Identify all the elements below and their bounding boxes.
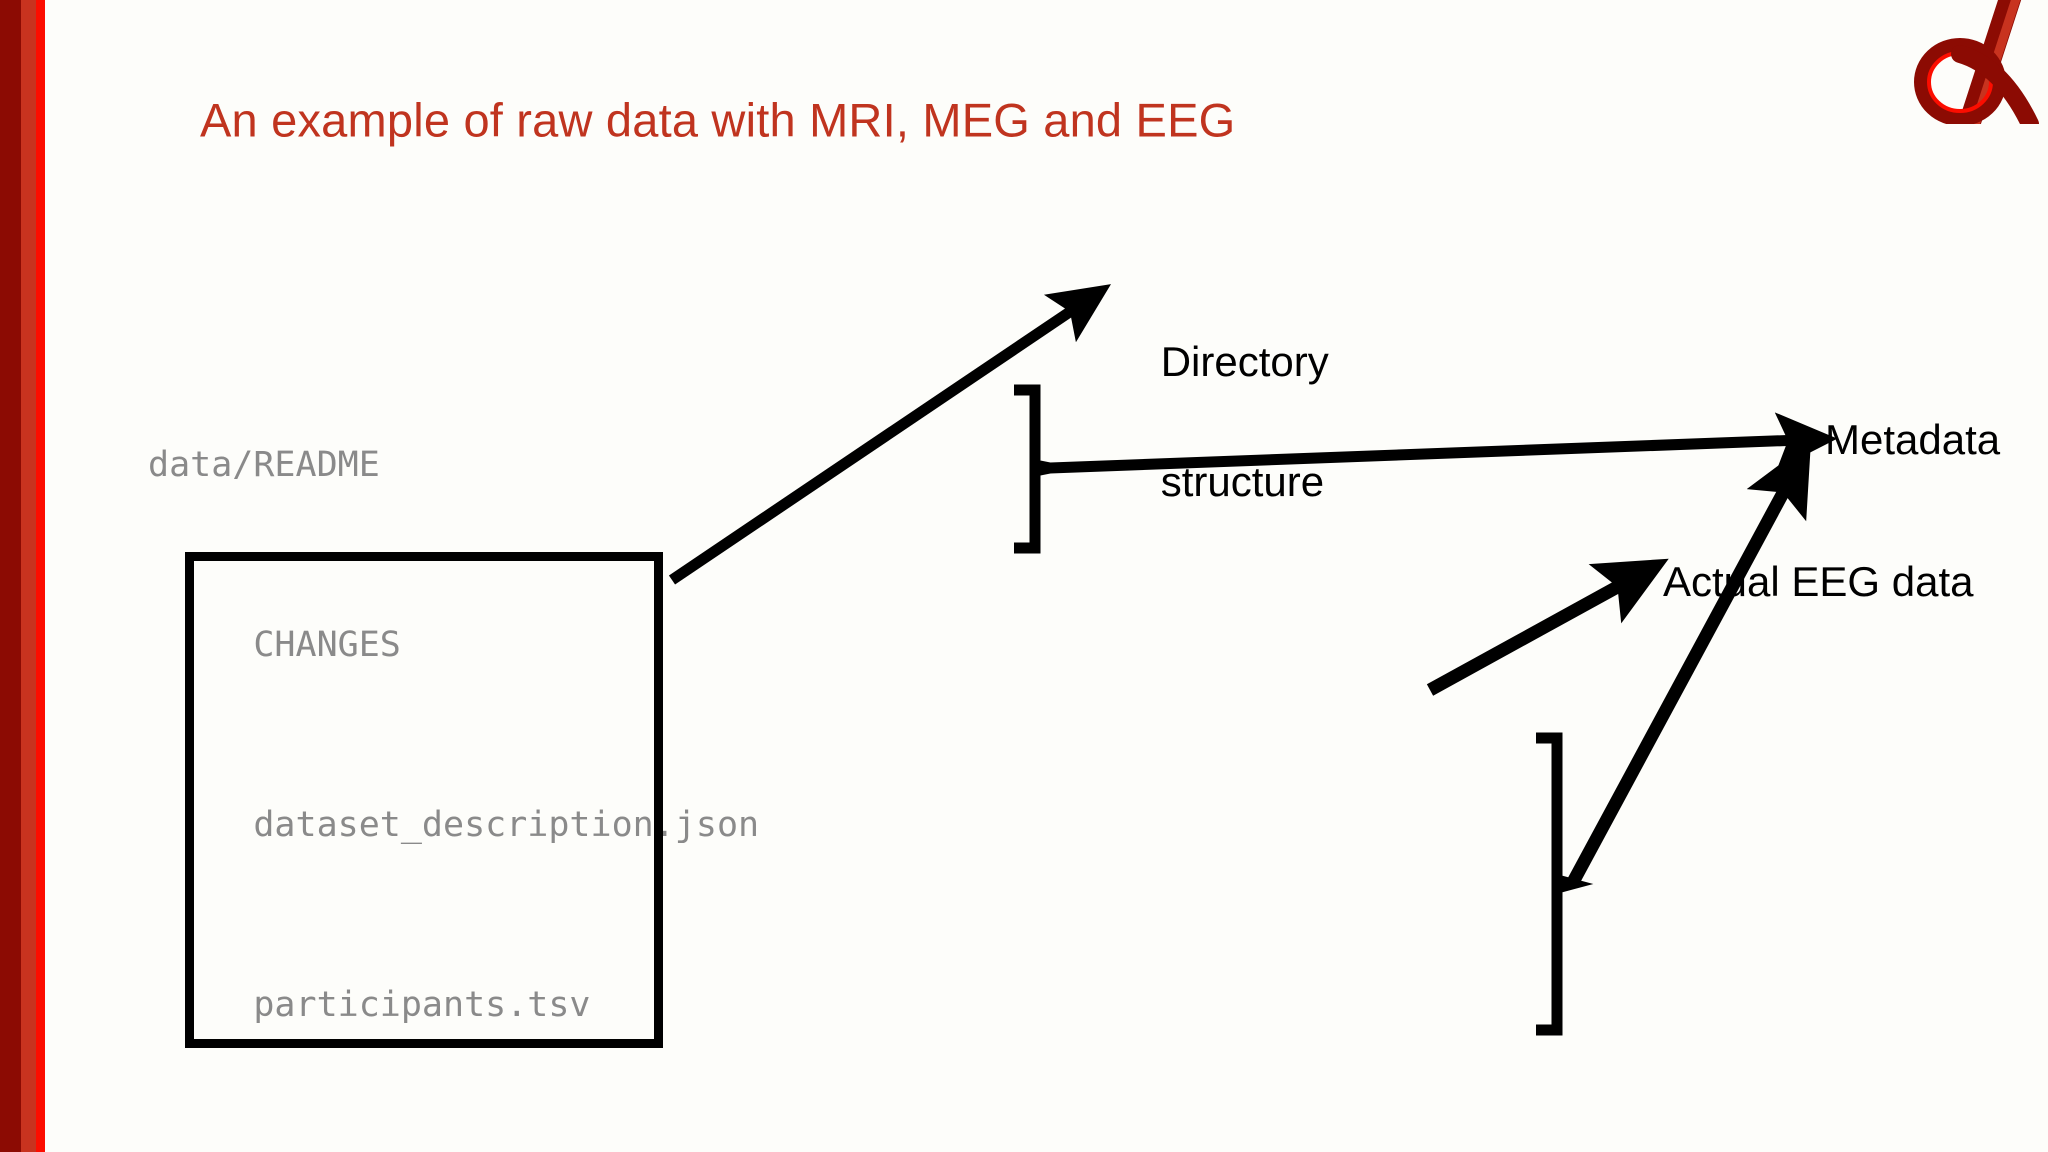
arrow-to-metadata-bottom (1566, 441, 1811, 888)
label-actual-eeg-data: Actual EEG data (1663, 558, 1974, 605)
page-title: An example of raw data with MRI, MEG and… (200, 93, 1236, 147)
alpha-logo-icon (1914, 0, 2039, 124)
file-tree-line: dataset_description.json (148, 805, 760, 845)
file-tree-line: participants.tsv (148, 985, 591, 1025)
file-tree-line: CHANGES (148, 625, 401, 665)
arrow-to-actual-eeg-data (1426, 558, 1669, 696)
file-tree-line: data/README (148, 445, 380, 485)
file-tree-listing: data/README CHANGES dataset_description.… (148, 315, 1181, 1152)
left-stripe-dark (0, 0, 21, 1152)
label-metadata: Metadata (1825, 416, 2001, 463)
label-directory-structure-line1: Directory (1160, 338, 1329, 385)
label-directory-structure-line2: structure (1160, 458, 1325, 505)
label-directory-structure: Directory structure (1114, 272, 1329, 572)
left-stripe-mid (21, 0, 36, 1152)
left-stripe-bright (36, 0, 45, 1152)
brace-lower (1536, 732, 1594, 1036)
